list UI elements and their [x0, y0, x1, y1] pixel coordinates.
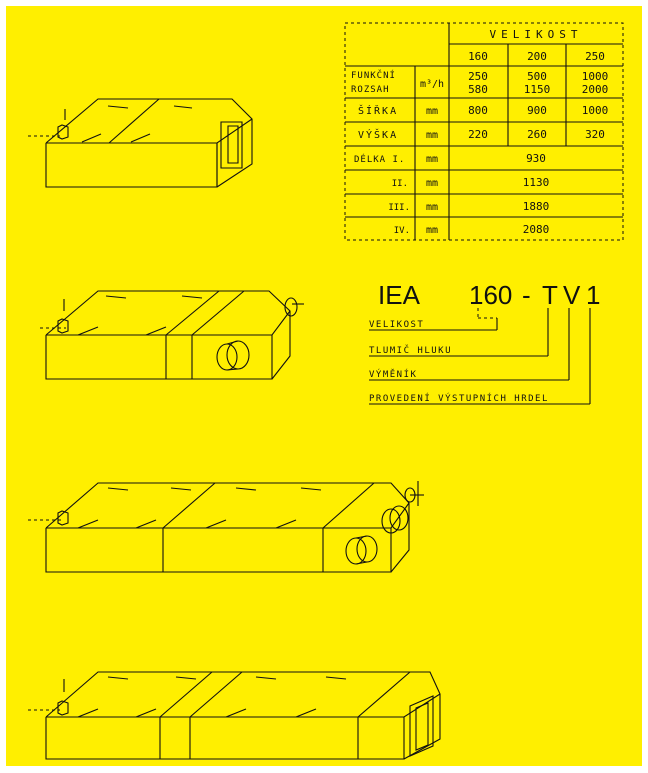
- unit-variant-ii: [40, 290, 304, 380]
- legend-tlumic-hluku: TLUMIČ HLUKU: [369, 344, 452, 356]
- legend-velikost: VELIKOST: [369, 320, 424, 330]
- unit-flow: m³/h: [420, 79, 444, 90]
- size-header-250: 250: [585, 50, 605, 63]
- row-label-vyska: VÝŠKA: [358, 128, 398, 141]
- delka-ii-value: 1130: [523, 176, 550, 189]
- unit-delka-iv: mm: [426, 225, 438, 236]
- technical-drawing: VELIKOST 160 200 250 FUNKČNÍ ROZSAH m³/h…: [6, 6, 642, 766]
- drawing-sheet: VELIKOST 160 200 250 FUNKČNÍ ROZSAH m³/h…: [6, 6, 642, 766]
- row-label-delka-i: DÉLKA I.: [354, 153, 405, 165]
- sirka-250: 1000: [582, 104, 609, 117]
- row-label-delka-iii: III.: [388, 203, 410, 213]
- delka-i-value: 930: [526, 152, 546, 165]
- code-letter-t: T: [542, 280, 558, 310]
- row-label-sirka: ŠÍŘKA: [358, 104, 398, 117]
- unit-variant-i: [28, 98, 253, 188]
- sheet-background: [6, 6, 642, 766]
- unit-delka-i: mm: [426, 154, 438, 165]
- code-leader-lines: [369, 308, 591, 405]
- row-label-delka-ii: II.: [392, 179, 408, 189]
- unit-vyska: mm: [426, 130, 438, 141]
- size-header-160: 160: [468, 50, 488, 63]
- unit-sirka: mm: [426, 106, 438, 117]
- code-prefix: IEA: [378, 280, 421, 310]
- row-label-delka-iv: IV.: [394, 226, 410, 236]
- delka-iv-value: 2080: [523, 223, 550, 236]
- delka-iii-value: 1880: [523, 200, 550, 213]
- flow-min-160: 250: [468, 70, 488, 83]
- unit-variant-iv: [28, 671, 441, 760]
- unit-delka-ii: mm: [426, 178, 438, 189]
- flow-min-200: 500: [527, 70, 547, 83]
- vyska-200: 260: [527, 128, 547, 141]
- legend-vymenik: VÝMĚNÍK: [369, 368, 417, 380]
- row-label-funkcni: FUNKČNÍ: [351, 69, 396, 81]
- sirka-160: 800: [468, 104, 488, 117]
- unit-delka-iii: mm: [426, 202, 438, 213]
- size-header-200: 200: [527, 50, 547, 63]
- vyska-160: 220: [468, 128, 488, 141]
- legend-provedeni: PROVEDENÍ VÝSTUPNÍCH HRDEL: [369, 392, 549, 404]
- code-size: 160: [469, 280, 512, 310]
- dimension-table: VELIKOST 160 200 250 FUNKČNÍ ROZSAH m³/h…: [344, 22, 624, 241]
- code-letter-v: V: [563, 280, 581, 310]
- code-dash: -: [522, 280, 531, 310]
- flow-max-250: 2000: [582, 83, 609, 96]
- table-group-header: VELIKOST: [490, 28, 583, 41]
- flow-max-200: 1150: [524, 83, 551, 96]
- unit-variant-iii: [28, 481, 424, 573]
- designation-code: IEA 160 - T V 1 VELIKOST TLUMIČ HLUKU VÝ…: [369, 280, 600, 405]
- vyska-250: 320: [585, 128, 605, 141]
- row-label-rozsah: ROZSAH: [351, 85, 390, 95]
- flow-max-160: 580: [468, 83, 488, 96]
- sirka-200: 900: [527, 104, 547, 117]
- flow-min-250: 1000: [582, 70, 609, 83]
- code-digit-1: 1: [586, 280, 600, 310]
